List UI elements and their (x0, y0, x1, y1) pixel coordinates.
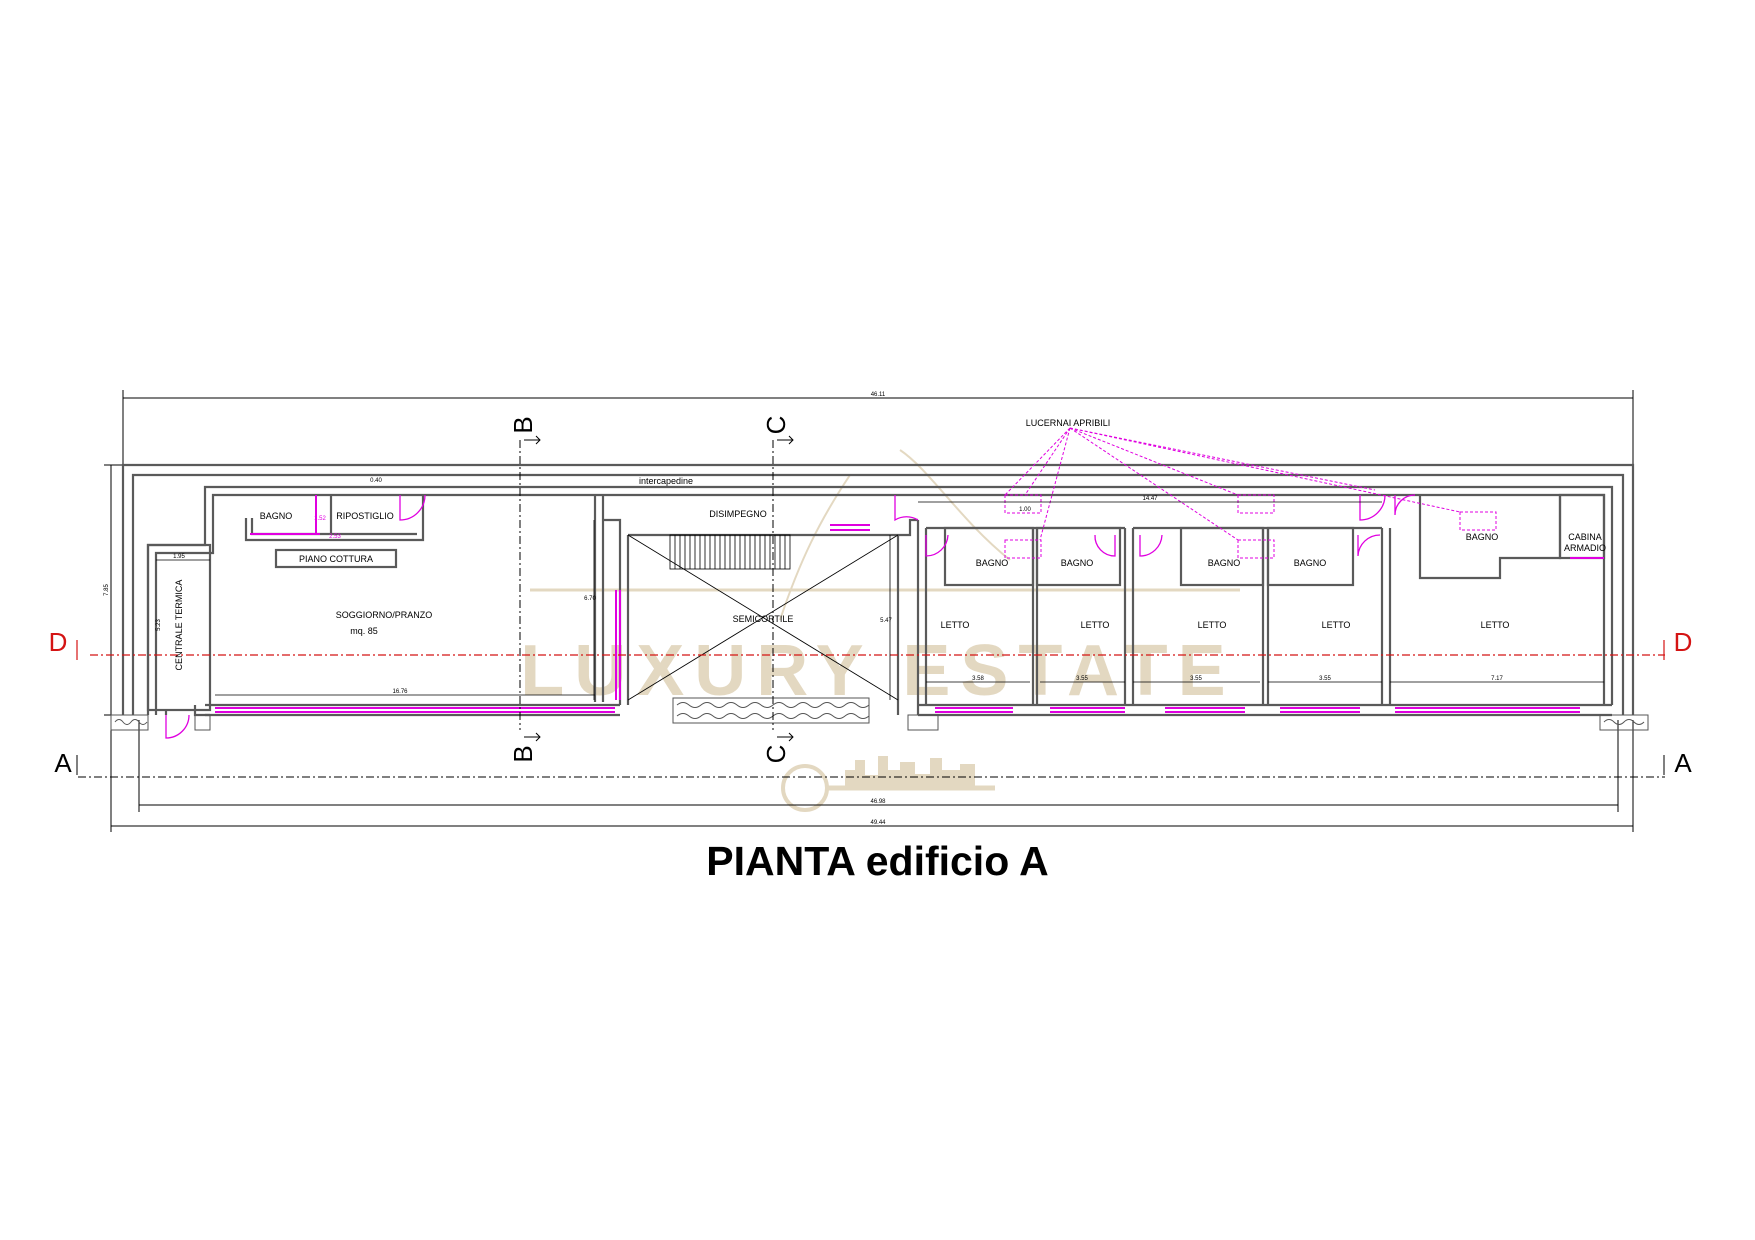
paving-hatch (110, 697, 1649, 731)
key-logo-icon (781, 764, 829, 812)
section-c-bottom-label: C (761, 745, 791, 764)
section-b-bottom-label: B (508, 745, 538, 762)
room-bagno-2: BAGNO (976, 558, 1009, 568)
room-letto-3: LETTO (1198, 620, 1227, 630)
section-d-right-label: D (1674, 627, 1693, 657)
interior-dimension-texts: 16.76 3.58 3.55 3.55 3.55 7.17 14.47 1.0… (156, 478, 1503, 695)
skylights (1004, 427, 1497, 559)
watermark-text: LUXURY ESTATE (520, 631, 1235, 711)
section-a-left-label: A (54, 748, 72, 778)
section-b-top-label: B (508, 416, 538, 433)
dim-lucernai-w: 1.00 (1019, 507, 1031, 513)
section-lines (76, 435, 1665, 778)
dim-soggiorno-len: 16.76 (392, 689, 408, 695)
dim-semicortile-h: 5.47 (880, 618, 892, 624)
dim-letto-4: 3.55 (1319, 676, 1331, 682)
dim-bottom-total: 49.44 (870, 820, 886, 826)
section-a-right-label: A (1674, 748, 1692, 778)
dim-bagno-small-2: 2.53 (329, 534, 341, 540)
room-bagno-3: BAGNO (1061, 558, 1094, 568)
dim-letto-1: 3.58 (972, 676, 984, 682)
room-semicortile: SEMICORTILE (733, 614, 794, 624)
room-bagno-4: BAGNO (1208, 558, 1241, 568)
dim-disimpegno-h: 6.70 (584, 596, 596, 602)
room-bagno-1: BAGNO (260, 511, 293, 521)
stairs (669, 534, 791, 570)
dim-bottom-inner: 46.98 (870, 799, 886, 805)
room-bagno-6: BAGNO (1466, 532, 1499, 542)
section-c-top-label: C (761, 416, 791, 435)
page-title: PIANTA edificio A (706, 838, 1049, 884)
room-letto-5: LETTO (1481, 620, 1510, 630)
dimension-lines (104, 390, 1634, 832)
room-cabina-1: CABINA (1568, 532, 1602, 542)
room-cabina-2: ARMADIO (1564, 543, 1606, 553)
room-soggiorno: SOGGIORNO/PRANZO (336, 610, 433, 620)
dim-letto-3: 3.55 (1190, 676, 1202, 682)
dim-letto-5: 7.17 (1491, 676, 1503, 682)
dim-letto-2: 3.55 (1076, 676, 1088, 682)
dim-centrale-h: 5.23 (156, 619, 162, 631)
door-swings (165, 494, 1416, 739)
semicortile-cross (627, 534, 899, 701)
room-letto-4: LETTO (1322, 620, 1351, 630)
section-d-left-label: D (49, 627, 68, 657)
room-ripostiglio: RIPOSTIGLIO (336, 511, 394, 521)
walls (121, 463, 1635, 717)
dim-corridor: 14.47 (1142, 496, 1158, 502)
room-soggiorno-area: mq. 85 (350, 626, 378, 636)
dim-intercapedine: 0.40 (370, 478, 382, 484)
room-letto-2: LETTO (1081, 620, 1110, 630)
label-lucernai: LUCERNAI APRIBILI (1026, 418, 1111, 428)
room-disimpegno: DISIMPEGNO (709, 509, 767, 519)
room-letto-1: LETTO (941, 620, 970, 630)
dim-left-height: 7.85 (104, 584, 110, 596)
room-bagno-5: BAGNO (1294, 558, 1327, 568)
dim-top-total: 46.11 (871, 392, 886, 398)
dim-centrale-w: 1.95 (173, 554, 185, 560)
room-piano-cottura: PIANO COTTURA (299, 554, 373, 564)
watermark: LUXURY ESTATE (520, 449, 1240, 812)
windows (215, 495, 1604, 713)
label-intercapedine: intercapedine (639, 476, 693, 486)
room-centrale-termica: CENTRALE TERMICA (174, 580, 184, 671)
interior-dimensions (156, 501, 1604, 700)
room-labels: BAGNO RIPOSTIGLIO PIANO COTTURA SOGGIORN… (174, 418, 1606, 670)
dim-bagno-small: 1.52 (314, 516, 326, 522)
